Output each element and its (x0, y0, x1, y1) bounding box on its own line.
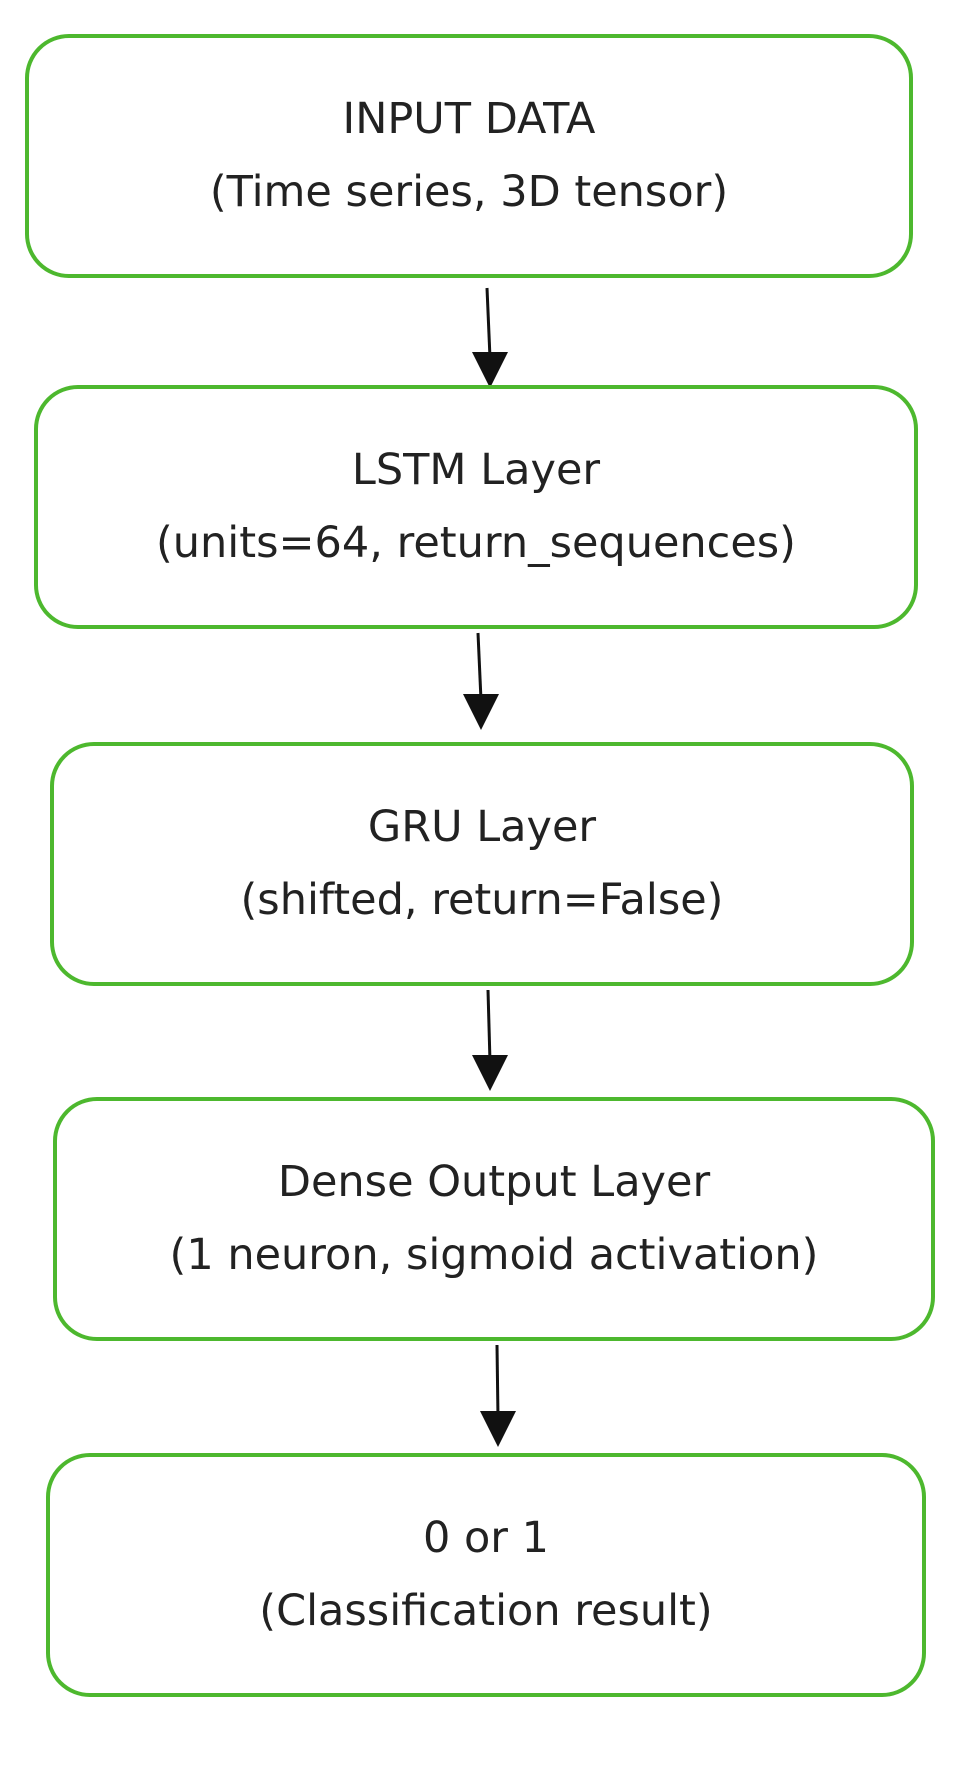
node-gru-layer: GRU Layer (shifted, return=False) (50, 742, 914, 986)
arrow-dense-to-result (480, 1344, 516, 1447)
node-dense-output-layer: Dense Output Layer (1 neuron, sigmoid ac… (53, 1097, 935, 1341)
node-classification-result: 0 or 1 (Classification result) (46, 1453, 926, 1697)
node-subtitle: (shifted, return=False) (240, 875, 724, 925)
node-lstm-layer: LSTM Layer (units=64, return_sequences) (34, 385, 918, 629)
node-title: 0 or 1 (422, 1513, 550, 1563)
node-title: GRU Layer (367, 802, 597, 852)
node-subtitle: (Time series, 3D tensor) (209, 167, 729, 217)
arrow-lstm-to-gru (463, 632, 499, 730)
node-title: Dense Output Layer (277, 1157, 711, 1207)
arrow-gru-to-dense (472, 989, 508, 1091)
node-input-data: INPUT DATA (Time series, 3D tensor) (25, 34, 913, 278)
node-subtitle: (Classification result) (259, 1586, 713, 1636)
node-subtitle: (1 neuron, sigmoid activation) (169, 1230, 819, 1280)
node-title: INPUT DATA (342, 94, 596, 144)
arrow-input-to-lstm (472, 287, 508, 388)
node-subtitle: (units=64, return_sequences) (156, 518, 796, 568)
node-title: LSTM Layer (351, 445, 601, 495)
